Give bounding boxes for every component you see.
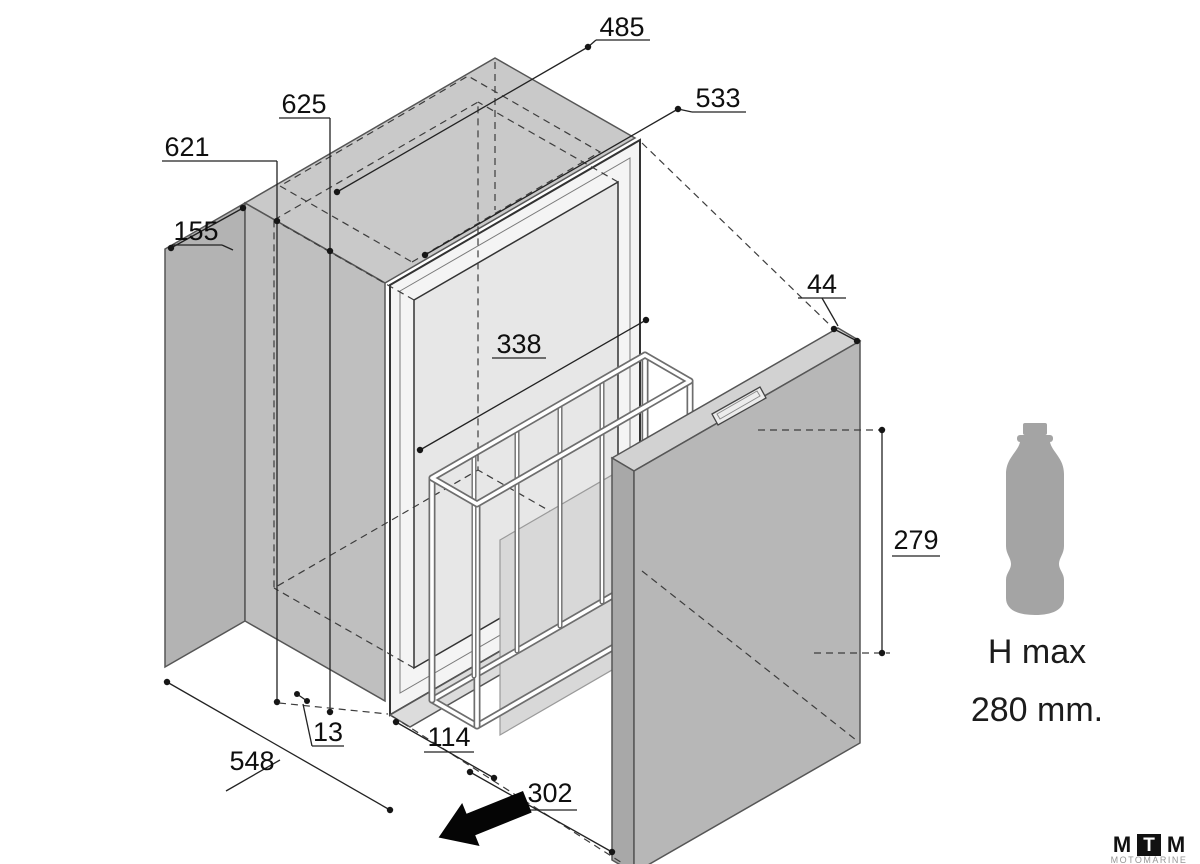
dim-44: 44 [798, 269, 861, 345]
dim-114: 114 [392, 718, 498, 782]
logo-tagline: MOTOMARINE [1111, 855, 1188, 864]
dim-44-label: 44 [807, 269, 837, 299]
dim-533-label: 533 [695, 83, 740, 113]
dim-485: 485 [333, 12, 650, 196]
dim-302: 302 [466, 768, 616, 856]
dim-13-label: 13 [313, 717, 343, 747]
dim-13: 13 [294, 691, 344, 747]
dim-625: 625 [279, 89, 334, 716]
door-panel [610, 327, 862, 864]
cutout-hidden-outline [278, 75, 602, 263]
dim-155-label: 155 [173, 216, 218, 246]
dim-302-label: 302 [527, 778, 572, 808]
bottle-ring [1017, 435, 1053, 442]
enclosure [164, 57, 637, 703]
dim-533: 533 [421, 83, 746, 259]
dim-485-label: 485 [599, 12, 644, 42]
dim-338-label: 338 [496, 329, 541, 359]
door-side-edge [611, 456, 635, 864]
dim-279: 279 [758, 426, 940, 657]
enclosure-left-wall [244, 201, 386, 703]
bottle-icon [1006, 442, 1064, 615]
bottle-cap [1023, 423, 1047, 435]
bottle-note-line2: 280 mm. [971, 691, 1103, 729]
logo-letter-m1: M [1113, 832, 1131, 857]
logo-letter-m2: M [1167, 832, 1185, 857]
door-face [633, 339, 861, 864]
dim-279-label: 279 [893, 525, 938, 555]
dim-338: 338 [416, 316, 650, 454]
logo-letter-t: T [1143, 835, 1155, 856]
logo-mtm: M T M MOTOMARINE [1111, 832, 1188, 864]
bottle-note-line1: H max [988, 633, 1086, 671]
dim-625-label: 625 [281, 89, 326, 119]
bottle-note: H max 280 mm. [971, 423, 1103, 729]
logo-block [1137, 834, 1161, 856]
dim-621-label: 621 [164, 132, 209, 162]
door-handle-inner [716, 390, 761, 420]
enclosure-left-step [164, 201, 246, 669]
dim-114-label: 114 [427, 722, 470, 752]
dim-621: 621 [162, 132, 389, 715]
dim-548: 548 [163, 678, 394, 814]
dim-155: 155 [167, 204, 247, 252]
insertion-arrow [438, 790, 532, 847]
dim-548-label: 548 [229, 746, 274, 776]
